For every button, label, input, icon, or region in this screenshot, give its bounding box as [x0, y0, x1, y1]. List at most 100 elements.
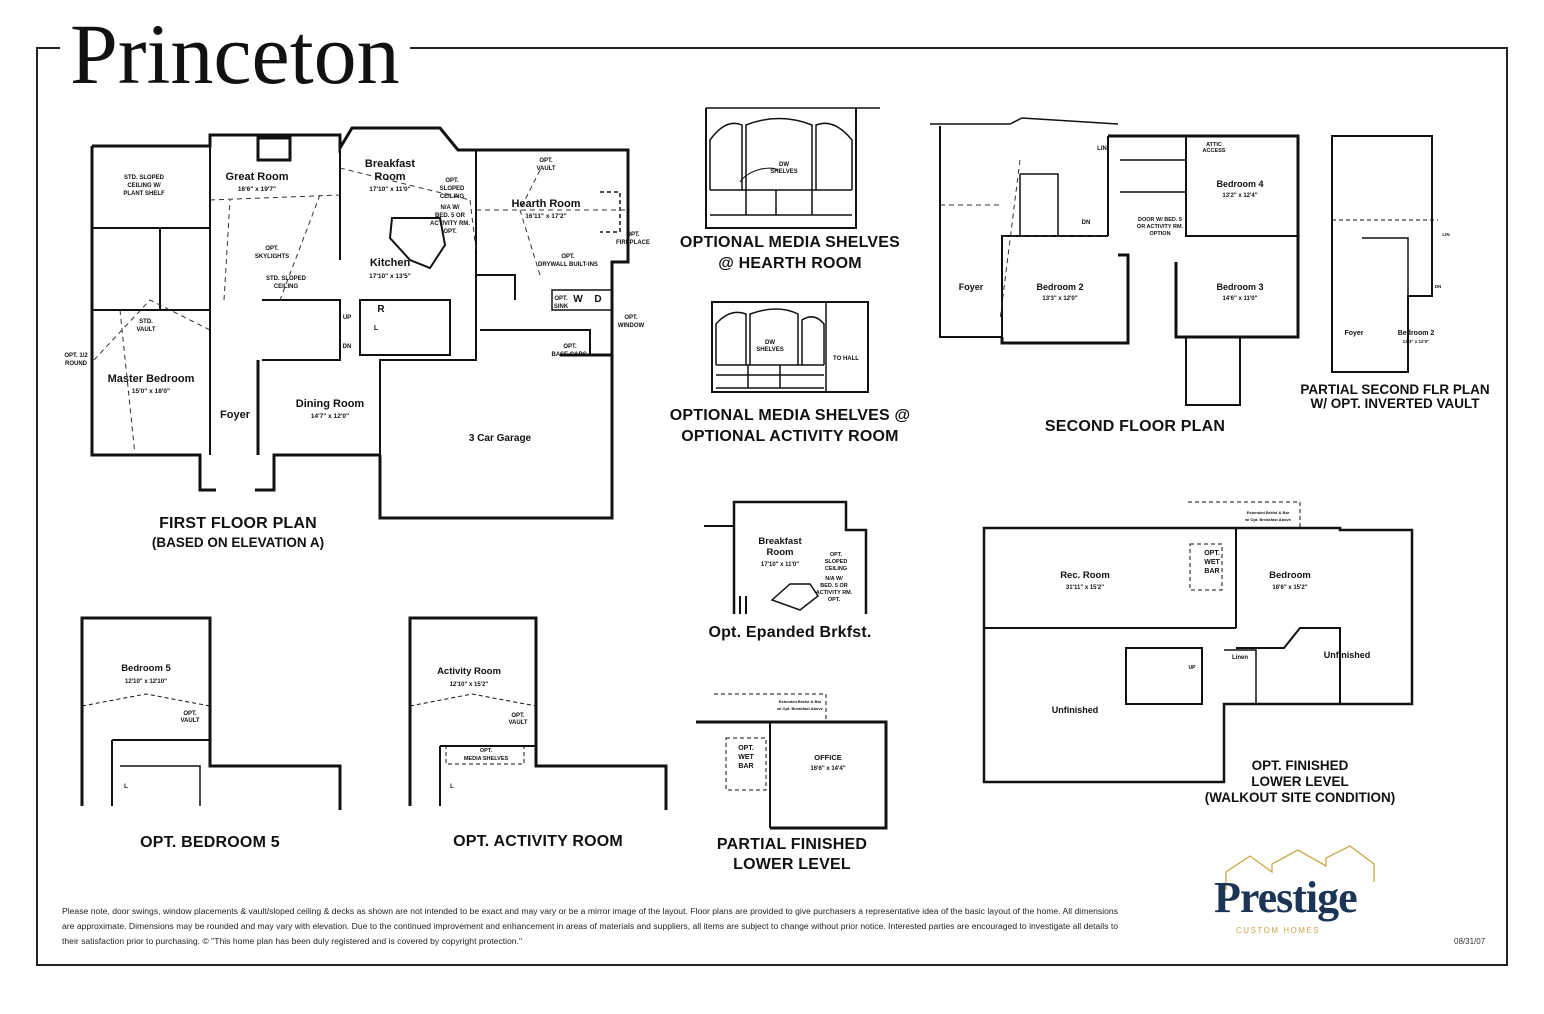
svg-text:DW: DW — [765, 340, 775, 346]
svg-text:OPT.: OPT. — [1204, 550, 1220, 557]
svg-text:W: W — [573, 294, 583, 305]
svg-text:BAR: BAR — [1204, 568, 1219, 575]
activity-caption: OPT. ACTIVITY ROOM — [453, 833, 623, 850]
svg-text:ATTIC: ATTIC — [1206, 142, 1222, 148]
logo-subtitle: CUSTOM HOMES — [1236, 926, 1321, 935]
svg-text:DN: DN — [1082, 220, 1091, 226]
svg-text:N/A W/: N/A W/ — [440, 205, 459, 211]
svg-text:Bedroom 4: Bedroom 4 — [1216, 179, 1263, 189]
room-foyer: Foyer — [220, 409, 251, 421]
disclaimer-text: Please note, door swings, window placeme… — [62, 906, 1118, 946]
room-master-bedroom: Master Bedroom — [108, 373, 195, 385]
svg-text:DRYWALL BUILT-INS: DRYWALL BUILT-INS — [538, 262, 598, 268]
svg-text:SHELVES: SHELVES — [770, 169, 798, 175]
svg-text:VAULT: VAULT — [508, 720, 527, 726]
svg-text:L: L — [374, 325, 379, 332]
svg-text:Unfinished: Unfinished — [1052, 705, 1099, 715]
room-breakfast: Breakfast — [365, 158, 415, 170]
expanded-breakfast-plan — [704, 500, 868, 614]
svg-text:OPT.: OPT. — [563, 344, 577, 350]
svg-text:ACCESS: ACCESS — [1203, 148, 1226, 154]
svg-text:Room: Room — [767, 547, 794, 558]
svg-text:STD. SLOPED: STD. SLOPED — [266, 276, 307, 282]
svg-text:OPT.: OPT. — [480, 748, 493, 754]
svg-text:OPT.: OPT. — [830, 552, 843, 558]
svg-text:OPT. 1/2: OPT. 1/2 — [64, 353, 88, 359]
svg-text:WET: WET — [1204, 559, 1220, 566]
svg-text:DN: DN — [1435, 284, 1442, 289]
svg-text:OPT.: OPT. — [738, 745, 754, 752]
partial-second-caption-1: PARTIAL SECOND FLR PLAN — [1300, 382, 1490, 397]
svg-text:w/ Opt. Breakfast Above: w/ Opt. Breakfast Above — [1244, 517, 1292, 522]
svg-text:Breakfast: Breakfast — [758, 536, 802, 547]
svg-text:D: D — [594, 294, 601, 305]
svg-text:WET: WET — [738, 754, 754, 761]
svg-text:OPT.: OPT. — [624, 315, 638, 321]
svg-text:SKYLIGHTS: SKYLIGHTS — [255, 254, 289, 260]
svg-text:DW: DW — [779, 162, 789, 168]
svg-text:VAULT: VAULT — [180, 718, 199, 724]
room-great-room: Great Room — [226, 171, 289, 183]
svg-text:Bedroom: Bedroom — [1269, 570, 1311, 581]
svg-text:Room: Room — [374, 171, 405, 183]
svg-text:OPT.: OPT. — [828, 597, 841, 603]
media-hearth-caption-1: OPTIONAL MEDIA SHELVES — [679, 234, 901, 251]
activity-plan — [408, 616, 668, 810]
svg-text:Bedroom 5: Bedroom 5 — [121, 663, 171, 674]
bedroom5-plan — [80, 616, 342, 810]
svg-text:ACTIVITY RM.: ACTIVITY RM. — [430, 221, 470, 227]
page-frame — [36, 47, 1508, 966]
first-floor-caption: FIRST FLOOR PLAN — [159, 515, 317, 532]
partial-second-caption-2: W/ OPT. INVERTED VAULT — [1310, 396, 1480, 411]
svg-text:ROUND: ROUND — [65, 361, 88, 367]
svg-text:OPTION: OPTION — [1149, 231, 1170, 237]
lower-level-plan — [982, 501, 1414, 784]
second-floor-caption: SECOND FLOOR PLAN — [1044, 418, 1226, 435]
first-floor-subcaption: (BASED ON ELEVATION A) — [151, 535, 325, 550]
svg-text:Extended Brkfst & Bar: Extended Brkfst & Bar — [1247, 510, 1290, 515]
svg-text:TO HALL: TO HALL — [833, 356, 859, 362]
room-dining: Dining Room — [296, 398, 365, 410]
svg-text:DN: DN — [343, 344, 352, 350]
svg-text:Unfinished: Unfinished — [1324, 650, 1371, 660]
partial-lower-caption-2: LOWER LEVEL — [733, 856, 851, 873]
svg-text:16'6" x 19'7": 16'6" x 19'7" — [238, 186, 276, 193]
svg-text:VAULT: VAULT — [536, 166, 555, 172]
svg-text:PLANT SHELF: PLANT SHELF — [123, 191, 165, 197]
room-garage: 3 Car Garage — [469, 433, 532, 444]
svg-text:Bedroom 2: Bedroom 2 — [1398, 330, 1435, 337]
svg-text:N/A W/: N/A W/ — [825, 576, 843, 582]
svg-text:OPT.: OPT. — [626, 232, 640, 238]
svg-text:Bedroom 2: Bedroom 2 — [1036, 282, 1083, 292]
svg-text:CEILING: CEILING — [825, 566, 847, 572]
partial-lower-plan — [696, 693, 888, 830]
svg-text:FIREPLACE: FIREPLACE — [616, 240, 650, 246]
svg-text:STD. SLOPED: STD. SLOPED — [124, 175, 165, 181]
svg-text:15'0" x 18'0": 15'0" x 18'0" — [132, 388, 170, 395]
svg-text:12'10" x 12'10": 12'10" x 12'10" — [125, 679, 167, 685]
svg-text:MEDIA SHELVES: MEDIA SHELVES — [464, 756, 509, 762]
svg-text:Foyer: Foyer — [1344, 330, 1363, 337]
partial-second-plan — [1331, 135, 1438, 373]
svg-text:WINDOW: WINDOW — [618, 323, 645, 329]
revision-date: 08/31/07 — [1454, 937, 1486, 946]
svg-text:OPT.: OPT. — [554, 296, 568, 302]
svg-text:BASE CABS.: BASE CABS. — [551, 352, 588, 358]
svg-text:SLOPED: SLOPED — [440, 186, 465, 192]
media-hearth-caption-2: @ HEARTH ROOM — [718, 255, 862, 272]
svg-text:BED. 5 OR: BED. 5 OR — [435, 213, 466, 219]
plan-title: Princeton — [60, 6, 410, 102]
svg-text:Activity Room: Activity Room — [437, 666, 501, 677]
first-floor-plan — [90, 126, 630, 520]
svg-text:13'3" x 12'0": 13'3" x 12'0" — [1042, 296, 1077, 302]
svg-text:ACTIVITY RM.: ACTIVITY RM. — [816, 590, 853, 596]
svg-text:UP: UP — [343, 315, 351, 321]
room-kitchen: Kitchen — [370, 257, 411, 269]
svg-text:OPT.: OPT. — [539, 158, 553, 164]
svg-text:R: R — [377, 304, 385, 315]
svg-text:17'10" x 13'5": 17'10" x 13'5" — [369, 273, 411, 280]
svg-text:16'6" x 15'2": 16'6" x 15'2" — [1272, 585, 1307, 591]
svg-text:OPT.: OPT. — [561, 254, 575, 260]
svg-text:L: L — [450, 784, 454, 790]
